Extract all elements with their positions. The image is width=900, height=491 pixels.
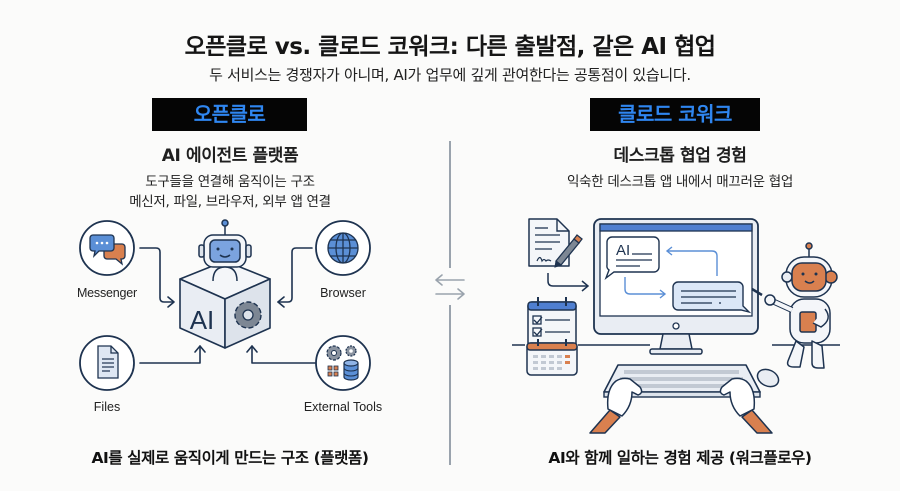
browser-connector: [277, 247, 313, 303]
document-icon: [97, 345, 119, 379]
keyboard: [603, 364, 761, 398]
files-node: [79, 335, 135, 391]
browser-label: Browser: [320, 286, 366, 300]
robot-assistant-icon: [751, 242, 838, 369]
screen-ai-label: AI: [616, 242, 630, 259]
gear-icon: [234, 301, 262, 329]
screen-flow-arrows: [624, 246, 718, 299]
messenger-node: [79, 220, 135, 276]
signed-document-icon: [528, 218, 583, 268]
swap-arrows-icon: [435, 274, 465, 300]
openclaw-platform-diagram: Messenger Browser Files: [77, 219, 382, 414]
files-label: Files: [94, 400, 120, 414]
browser-node: [315, 220, 371, 276]
ai-chat-bubble: AI: [604, 236, 660, 280]
mouse-icon: [756, 368, 780, 388]
divider-top: [449, 141, 451, 268]
cowork-desktop-illustration: AI: [512, 218, 840, 434]
openclaw-description: 도구들을 연결해 움직이는 구조 메신저, 파일, 브라우저, 외부 앱 연결: [60, 172, 400, 212]
tools-connector: [251, 345, 316, 364]
messenger-label: Messenger: [77, 286, 137, 300]
document-arrow: [547, 273, 587, 287]
checklist-icon: [527, 297, 577, 348]
cowork-summary: AI와 함께 일하는 경험 제공 (워크플로우): [548, 449, 812, 467]
reply-chat-bubble: [672, 281, 752, 314]
cowork-badge: 클로드 코워크: [590, 98, 760, 131]
globe-icon: [327, 232, 359, 264]
external-tools-node: [315, 335, 371, 391]
messenger-connector: [139, 247, 174, 303]
gears-icon: [326, 345, 357, 361]
openclaw-desc-line-1: 도구들을 연결해 움직이는 구조: [145, 174, 315, 190]
calendar-icon: [526, 339, 578, 376]
cowork-description: 익숙한 데스크톱 앱 내에서 매끄러운 협업: [567, 174, 793, 190]
divider-bottom: [449, 305, 451, 465]
external-tools-label: External Tools: [304, 400, 382, 414]
openclaw-badge: 오픈클로: [152, 98, 307, 131]
cowork-heading: 데스크톱 협업 경험: [613, 146, 747, 166]
pen-icon: [554, 234, 583, 268]
hands-typing-icon: [589, 377, 773, 434]
cube-ai-label: AI: [190, 305, 215, 335]
openclaw-heading: AI 에이전트 플랫폼: [161, 146, 299, 166]
files-connector: [139, 345, 201, 364]
chat-bubbles-icon: [89, 234, 126, 266]
apps-grid-icon: [327, 365, 339, 377]
connector-lines: [139, 247, 316, 364]
page-subtitle: 두 서비스는 경쟁자가 아니며, AI가 업무에 깊게 관여한다는 공통점이 있…: [209, 66, 691, 84]
database-icon: [343, 359, 359, 381]
openclaw-desc-line-2: 메신저, 파일, 브라우저, 외부 앱 연결: [129, 194, 331, 210]
page-title: 오픈클로 vs. 클로드 코워크: 다른 출발점, 같은 AI 협업: [184, 34, 716, 60]
robot-head-icon: [198, 219, 252, 282]
openclaw-summary: AI를 실제로 움직이게 만드는 구조 (플랫폼): [91, 449, 369, 467]
